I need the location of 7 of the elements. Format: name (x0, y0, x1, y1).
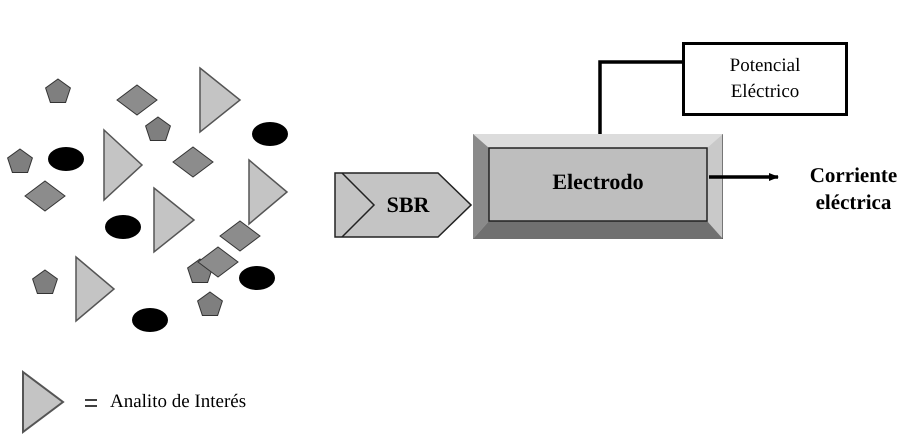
output-text: Corriente eléctrica (790, 160, 917, 218)
electrode-box: Electrodo (473, 134, 723, 239)
arrow (709, 173, 779, 181)
voltage-source-box: Potencial Eléctrico (682, 42, 848, 116)
wire-line (598, 60, 682, 134)
receptor-element-shape: SBR (334, 172, 472, 238)
legend-text: Analito de Interés (110, 391, 246, 413)
